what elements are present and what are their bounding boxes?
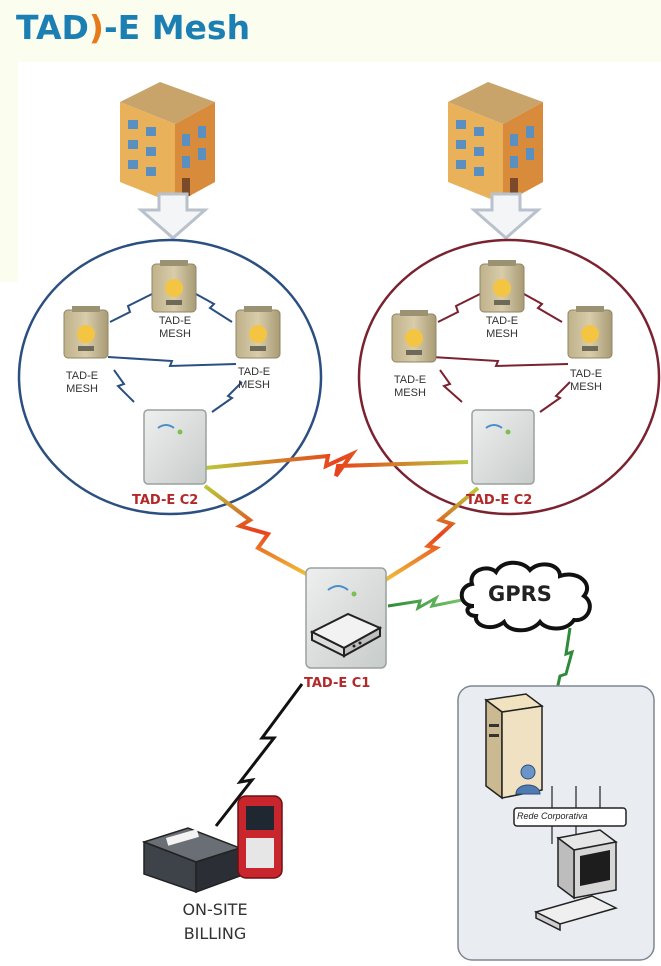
right-cluster-circle bbox=[357, 238, 661, 516]
down-arrow-icon bbox=[137, 192, 209, 240]
lightning-link-icon bbox=[214, 683, 304, 827]
lightning-link-icon bbox=[554, 627, 575, 695]
cloud-icon bbox=[459, 560, 592, 633]
server-icon bbox=[484, 693, 544, 800]
handheld-terminal-icon bbox=[237, 795, 283, 879]
mesh-links-left bbox=[107, 293, 243, 413]
concentrator-icon bbox=[471, 409, 535, 485]
concentrator-label: TAD-E C2 bbox=[132, 493, 199, 508]
gateway-label: TAD-E C1 bbox=[304, 676, 371, 691]
mesh-meter-icon bbox=[151, 260, 197, 313]
header-band bbox=[0, 0, 661, 62]
mesh-meter-icon bbox=[479, 260, 525, 313]
network-bar bbox=[513, 807, 627, 827]
lightning-link-icon bbox=[203, 484, 311, 578]
lightning-link-icon bbox=[387, 594, 463, 612]
mesh-meter-icon bbox=[391, 310, 437, 363]
mesh-meter-icon bbox=[567, 306, 613, 359]
network-label: Rede Corporativa bbox=[517, 811, 588, 821]
router-icon bbox=[309, 612, 383, 658]
side-band bbox=[0, 62, 18, 282]
printer-icon bbox=[141, 827, 243, 894]
left-cluster-circle bbox=[17, 238, 323, 516]
mesh-meter-icon bbox=[63, 306, 109, 359]
mesh-meter-icon bbox=[235, 306, 281, 359]
cloud-label: GPRS bbox=[488, 582, 552, 606]
lightning-link-icon bbox=[380, 486, 480, 584]
signal-mark: ) bbox=[88, 8, 104, 47]
concentrator-icon bbox=[143, 409, 207, 485]
concentrator-label: TAD-E C2 bbox=[466, 493, 533, 508]
building-icon bbox=[448, 82, 543, 204]
workstation-icon bbox=[533, 829, 619, 932]
mesh-links-right bbox=[431, 293, 571, 413]
lightning-link-icon bbox=[204, 448, 469, 478]
down-arrow-icon bbox=[470, 192, 542, 240]
user-icon bbox=[515, 764, 541, 795]
building-icon bbox=[120, 82, 215, 204]
page-title: TAD)-E Mesh bbox=[16, 8, 251, 47]
